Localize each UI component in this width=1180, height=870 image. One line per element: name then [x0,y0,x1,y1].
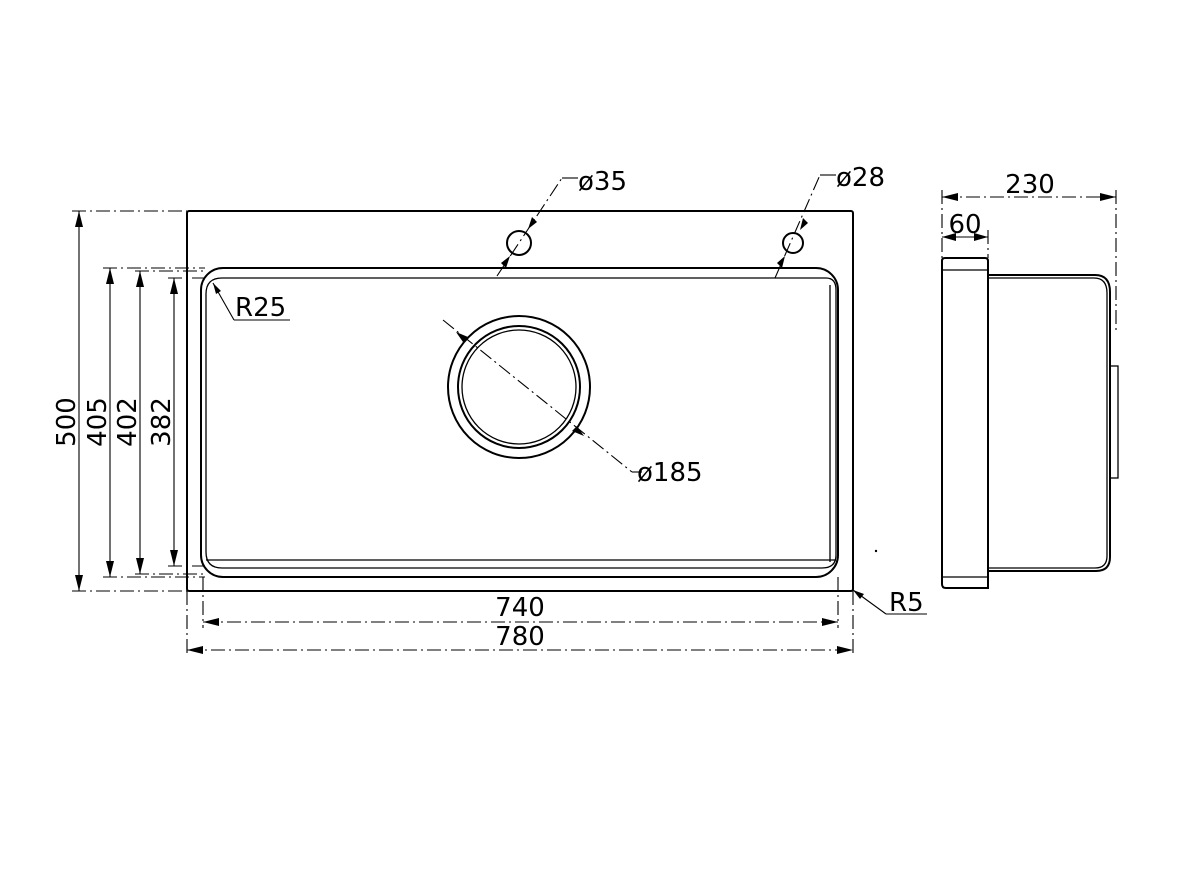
tap-hole-35 [506,230,532,256]
speck [874,549,878,553]
arrow [1100,193,1116,201]
arrow [136,558,144,574]
drain-inner-ring [457,325,581,449]
arrow [837,646,853,654]
tap-hole-28 [782,232,804,254]
arrow [187,646,203,654]
drain-outer-ring [447,315,591,459]
arrow [822,618,838,626]
drain-diameter-line [442,319,633,473]
label-dia-tap: ø35 [578,167,627,197]
arrow [777,256,785,268]
arrow [136,271,144,287]
bowl-inner-edge [205,277,837,569]
arrow [942,233,956,241]
label-depth-flange: 60 [948,210,981,240]
top-view [72,174,927,656]
label-width-outer: 780 [495,622,545,652]
label-dia-drain: ø185 [637,458,703,488]
label-depth-total: 230 [1005,170,1055,200]
label-width-inner: 740 [495,593,545,623]
arrow [528,217,537,229]
arrow [106,268,114,284]
label-radius-inner: R25 [235,293,286,323]
side-bowl-inner [988,277,1108,569]
arrow [853,590,864,599]
side-bowl-body [988,274,1111,572]
drain-bottom [461,329,577,445]
bowl-outer-rim [200,267,839,578]
label-height-382: 382 [147,397,177,447]
arrow [501,256,510,268]
arrow [572,426,584,436]
arrow [106,561,114,577]
arrow [942,193,958,201]
arrow [213,283,221,294]
arrow [974,233,988,241]
side-view [941,190,1119,589]
label-height-405: 405 [83,397,113,447]
label-radius-outer: R5 [889,588,924,618]
arrow [203,618,219,626]
side-drain-stub [1109,365,1119,479]
label-height-500: 500 [52,397,82,447]
side-flange [941,257,989,589]
arrow [75,211,83,227]
sink-outer-deck [186,210,854,592]
arrow [170,278,178,294]
arrow [800,218,808,230]
arrow [75,575,83,591]
arrow [456,332,468,342]
label-height-402: 402 [113,397,143,447]
label-dia-small: ø28 [836,163,885,193]
arrow [170,550,178,566]
